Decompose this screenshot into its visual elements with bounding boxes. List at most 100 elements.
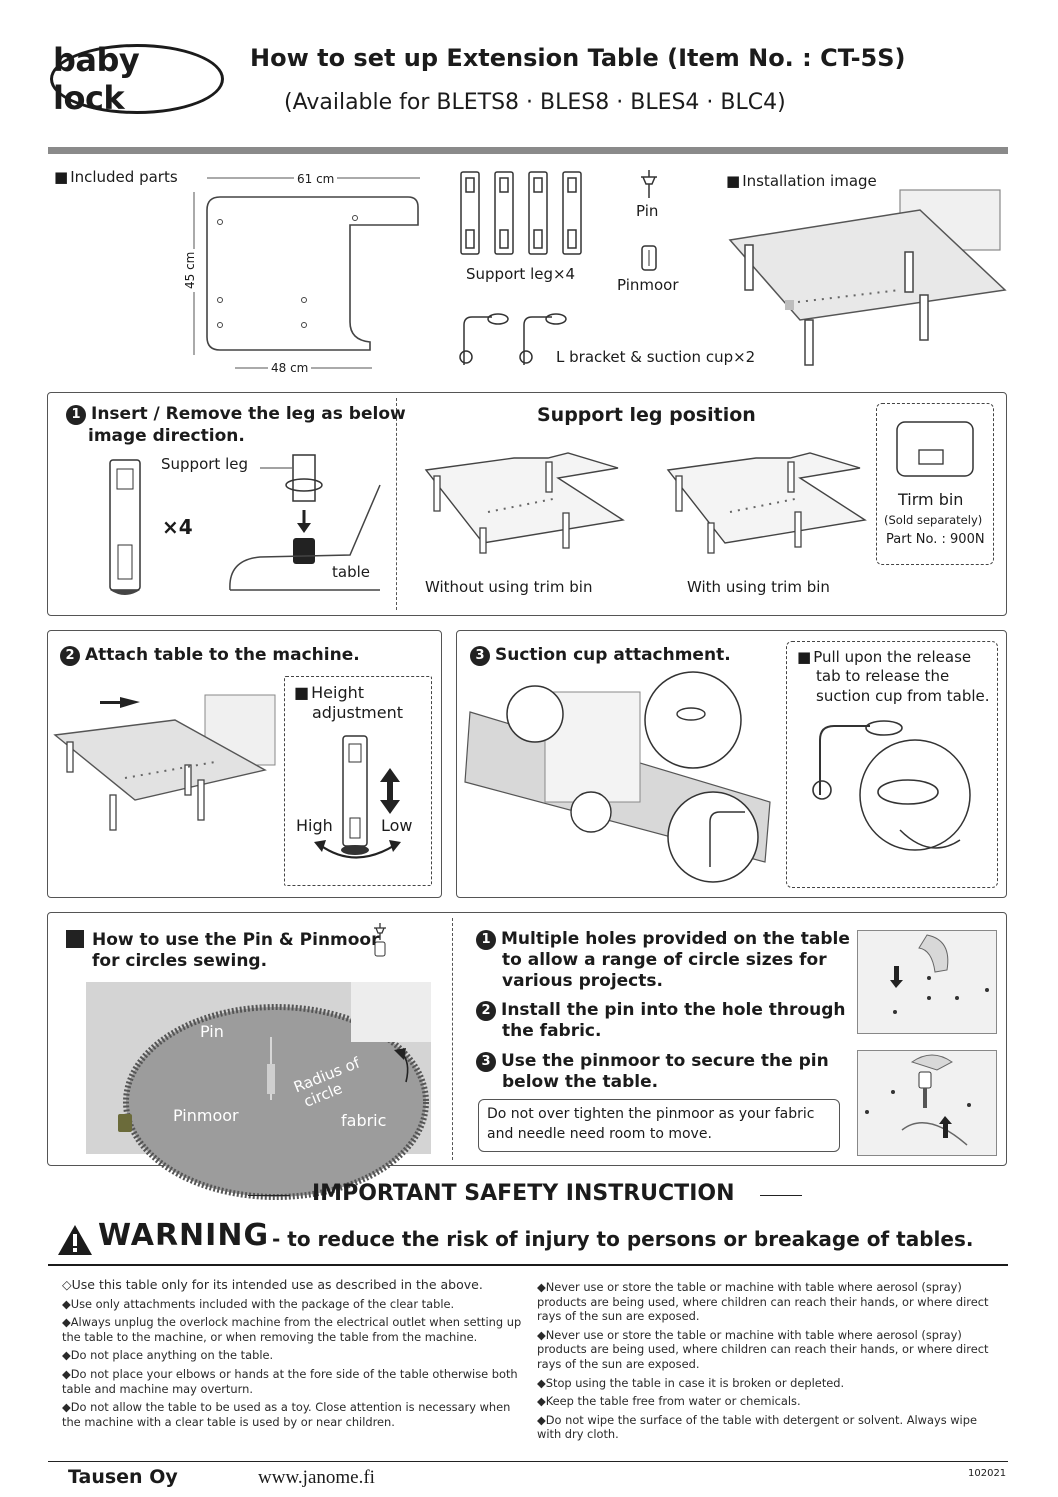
pin-step1-line3: various projects. <box>502 971 663 991</box>
height-heading-line2: adjustment <box>312 703 403 722</box>
dimension-bottom: 48 cm <box>268 361 312 375</box>
step1-divider <box>396 398 397 610</box>
step1-number: 1 <box>66 404 86 425</box>
support-leg-diagram <box>109 454 381 595</box>
page-title: How to set up Extension Table (Item No. … <box>250 44 906 72</box>
included-parts-heading: Included parts <box>54 168 177 186</box>
pinmoor-note-box <box>478 1099 840 1152</box>
height-adjust-box <box>284 676 432 886</box>
pin-step2-number: 2 <box>476 1000 496 1021</box>
trim-bin-part-no: Part No. : 900N <box>886 532 985 547</box>
pin-pinmoor-icon <box>374 923 386 957</box>
pin-section-heading-line2: for circles sewing. <box>92 951 268 971</box>
high-label: High <box>296 816 333 835</box>
release-tab-box <box>786 641 998 888</box>
pin-step1-line2: to allow a range of circle sizes for <box>502 950 827 970</box>
pin-section-divider <box>452 918 453 1160</box>
pin-section-bullet <box>66 930 84 948</box>
height-heading: Height <box>294 683 364 702</box>
warning-list-right: ◆Never use or store the table or machine… <box>537 1280 993 1446</box>
pin-icon <box>641 170 657 198</box>
warning-item: ◆Use only attachments included with the … <box>62 1296 455 1311</box>
release-instruction-line3: suction cup from table. <box>816 687 990 705</box>
footer-url[interactable]: www.janome.fi <box>258 1467 375 1488</box>
warning-item: ◆Never use or store the table or machine… <box>537 1327 989 1371</box>
release-instruction: Pull upon the release <box>797 648 971 666</box>
pin-step2-line2: the fabric. <box>502 1021 602 1041</box>
with-trim-label: With using trim bin <box>687 578 830 596</box>
brand-logo: baby lock <box>50 41 224 117</box>
pin-section-heading: How to use the Pin & Pinmoor <box>92 930 380 950</box>
step3-number: 3 <box>470 645 490 666</box>
warning-item: ◆Do not place your elbows or hands at th… <box>62 1366 518 1396</box>
safety-heading: IMPORTANT SAFETY INSTRUCTION <box>312 1181 735 1206</box>
pinmoor-callout: Pinmoor <box>173 1106 239 1125</box>
safety-rule-left <box>248 1195 290 1196</box>
without-trim-label: Without using trim bin <box>425 578 593 596</box>
support-leg-callout: Support leg <box>161 455 248 473</box>
l-bracket-image <box>459 313 567 365</box>
pinmoor-label: Pinmoor <box>617 276 679 294</box>
page-subtitle: (Available for BLETS8 · BLES8 · BLES4 · … <box>284 90 786 115</box>
warning-subtitle: - to reduce the risk of injury to person… <box>272 1227 974 1251</box>
header-divider <box>48 147 1008 154</box>
support-leg-position-heading: Support leg position <box>537 404 756 426</box>
safety-rule-right <box>760 1195 802 1196</box>
footer-rule <box>48 1461 1008 1462</box>
pin-step1-number: 1 <box>476 929 496 950</box>
leg-position-without-trim <box>424 452 625 554</box>
step3-panel <box>456 630 1007 898</box>
warning-list-left: ◇Use this table only for its intended us… <box>62 1277 522 1433</box>
warning-item: ◆Do not wipe the surface of the table wi… <box>537 1412 977 1442</box>
warning-item: ◆Always unplug the overlock machine from… <box>62 1315 522 1344</box>
warning-item: ◆Do not allow the table to be used as a … <box>62 1400 511 1429</box>
installation-image-heading: Installation image <box>726 172 877 190</box>
warning-item: ◆Keep the table free from water or chemi… <box>537 1394 801 1409</box>
footer-company: Tausen Oy <box>68 1466 178 1488</box>
pin-section-panel <box>47 912 1007 1166</box>
table-top-diagram <box>193 177 420 369</box>
support-leg-label: Support leg×4 <box>466 265 576 283</box>
step1-panel <box>47 392 1007 616</box>
logo-text: baby lock <box>53 41 140 117</box>
dimension-top: 61 cm <box>294 172 338 186</box>
trim-bin-box <box>876 403 994 565</box>
suction-cup-image <box>464 671 771 883</box>
warning-triangle-icon <box>58 1225 92 1255</box>
trim-bin-label: Tirm bin <box>898 490 964 509</box>
pinmoor-secure-image <box>857 1050 997 1156</box>
pinmoor-note: Do not over tighten the pinmoor as your … <box>487 1106 815 1122</box>
pin-label: Pin <box>636 202 659 220</box>
step1-title-line2: image direction. <box>88 426 245 446</box>
circle-sewing-image <box>86 982 431 1200</box>
pinmoor-note-line2: and needle need room to move. <box>487 1126 712 1142</box>
warning-item: ◆Never use or store the table or machine… <box>537 1280 989 1324</box>
l-bracket-label: L bracket & suction cup×2 <box>556 348 756 366</box>
footer-code: 102021 <box>968 1468 1007 1479</box>
step2-number: 2 <box>60 645 80 666</box>
trim-bin-icon <box>896 421 974 477</box>
pinmoor-icon <box>641 245 657 271</box>
support-legs-image <box>460 171 582 255</box>
height-adjust-diagram <box>314 735 401 859</box>
attach-table-image <box>53 694 276 831</box>
warning-item: ◇Use this table only for its intended us… <box>62 1277 483 1292</box>
leg-position-with-trim <box>666 452 867 554</box>
pin-callout: Pin <box>200 1022 224 1041</box>
installation-image <box>728 189 1007 366</box>
times-four: ×4 <box>162 515 193 539</box>
warning-item: ◆Stop using the table in case it is brok… <box>537 1375 845 1390</box>
pin-step3-number: 3 <box>476 1051 496 1072</box>
warning-label: WARNING <box>98 1218 270 1253</box>
release-tab-image <box>812 720 971 851</box>
fabric-callout: fabric <box>341 1111 387 1130</box>
dimension-side: 45 cm <box>183 248 197 292</box>
warning-item: ◆Do not place anything on the table. <box>62 1348 274 1363</box>
table-callout: table <box>332 563 370 581</box>
low-label: Low <box>381 816 413 835</box>
